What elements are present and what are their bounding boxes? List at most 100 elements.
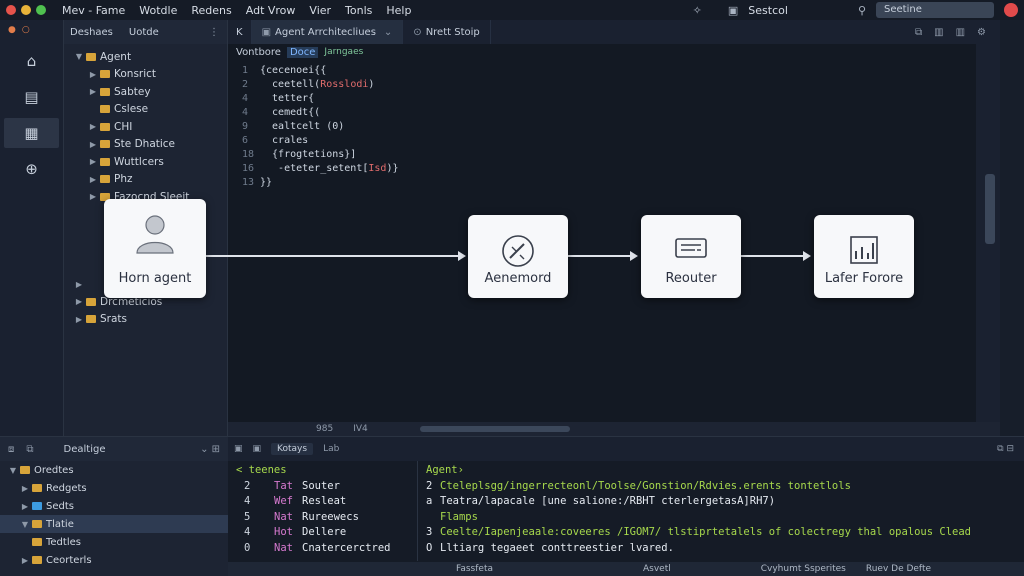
settings-icon[interactable]: ⚙ [977,26,986,38]
chevron-icon[interactable]: ▶ [21,555,29,565]
tab-lab[interactable]: Lab [323,444,340,454]
chevron-icon[interactable]: ▼ [75,52,83,62]
menu-item[interactable]: Tonls [345,3,373,17]
tree-item[interactable]: ▼Agent [64,48,227,66]
tab-agent-architecture[interactable]: ▣ Agent Arrchitecliues ⌄ [251,20,404,44]
chevron-icon[interactable]: ▶ [75,314,83,324]
menu-item[interactable]: Adt Vrow [245,3,296,17]
minimize-window-button[interactable] [21,5,31,15]
outline-icon[interactable]: ⧈ [8,443,15,455]
search-input[interactable]: Seetine [876,2,994,18]
menu-item[interactable]: Help [386,3,412,17]
node-human-agent[interactable]: Horn agent [104,199,206,298]
record-icon[interactable] [1004,3,1018,17]
vertical-scrollbar[interactable] [976,44,1000,422]
user-icon[interactable]: ⚲ [857,3,866,17]
outline-item[interactable]: ▼Oredtes [0,461,228,479]
tree-item-label: Phz [114,173,133,186]
chevron-icon[interactable]: ▼ [9,465,17,475]
outline-tools-icon[interactable]: ⌄ ⊞ [200,443,220,455]
tab-deshaes[interactable]: Deshaes [70,26,113,38]
horizontal-scrollbar[interactable]: 985 IV4 [228,422,1000,436]
close-window-button[interactable] [6,5,16,15]
chevron-icon[interactable]: ▶ [89,69,97,79]
chevron-icon[interactable]: ▶ [89,87,97,97]
tree-item[interactable]: ▶Sabtey [64,83,227,101]
chevron-icon[interactable]: ▶ [89,139,97,149]
files-icon[interactable]: ▤ [24,88,39,106]
tree-item[interactable]: ▶Srats [64,311,227,329]
node-aenemord[interactable]: Aenemord [468,215,568,298]
node-router[interactable]: Reouter [641,215,741,298]
status-item[interactable]: Asvetl [643,564,671,574]
layout-alt-icon[interactable]: ▥ [955,26,966,38]
breadcrumb-item[interactable]: Vontbore [236,46,281,58]
tree-item[interactable]: ▶ Phz [64,171,227,189]
bell-icon[interactable]: ✧ [692,3,702,17]
home-icon[interactable]: ⌂ [26,52,37,70]
maximize-window-button[interactable] [36,5,46,15]
outline-title: Dealtige [63,443,106,455]
outline-item[interactable]: Tedtles [0,533,228,551]
node-later-forore[interactable]: Lafer Forore [814,215,914,298]
tree-item[interactable]: Cslese [64,101,227,119]
outline-item[interactable]: ▼Tlatie [0,515,228,533]
layout-icon[interactable]: ▥ [934,26,944,38]
line-text: Flamps [440,510,478,523]
tab-close-icon[interactable]: ⌄ [383,26,393,38]
outline-item[interactable]: ▶Redgets [0,479,228,497]
chevron-icon[interactable]: ▶ [89,157,97,167]
tab-kotays[interactable]: Kotays [271,443,314,455]
line-number: 6 [242,135,249,146]
status-item[interactable]: Cvyhumt Ssperites [760,564,846,574]
chevron-icon[interactable]: ▶ [89,192,97,202]
status-item[interactable]: Ruev De Defte [865,564,932,574]
menu-item[interactable]: Vier [309,3,332,17]
outline-item[interactable]: ▶Sedts [0,497,228,515]
chevron-icon[interactable]: ▶ [89,174,97,184]
menu-item[interactable]: Redens [191,3,232,17]
code-text: ceetell( [260,79,321,90]
terminal-icon[interactable]: ▣ [234,444,243,454]
tab-next-step[interactable]: ⊙ Nrett Stoip [403,20,491,44]
chevron-icon[interactable]: ▶ [75,279,83,289]
terminal-icon-alt[interactable]: ▣ [252,444,262,454]
split-icon[interactable]: ⧉ [914,26,923,38]
folder-icon [32,538,42,546]
chevron-icon[interactable]: ▶ [21,483,29,493]
back-icon[interactable]: K [228,20,252,44]
line-prefix: 2 [426,479,433,492]
tab-uotde[interactable]: Uotde [128,26,159,38]
tree-item[interactable]: ▶Drcmeticios [64,293,227,311]
tree-item[interactable]: ▶Konsrict [64,66,227,84]
status-item[interactable]: Fassfeta [456,564,493,574]
menu-item[interactable]: Wotdle [139,3,178,17]
tree-item[interactable]: ▶CHI [64,118,227,136]
terminal-tools-icon[interactable]: ⧉ ⊟ [997,444,1014,454]
chevron-icon[interactable]: ▶ [21,501,29,511]
outline-item[interactable]: ▶Ceorterls [0,551,228,569]
scroll-thumb[interactable] [420,426,570,432]
more-icon[interactable]: ⋮ [209,26,219,38]
code-view[interactable]: 1{cecenoei{{2 ceetell(Rosslodi)4 tetter{… [228,60,1000,190]
scroll-thumb[interactable] [985,174,995,244]
chevron-icon[interactable]: ▼ [21,519,29,529]
briefcase-icon[interactable]: ▣ [727,3,739,17]
tree-item[interactable]: ▶Wuttlcers [64,153,227,171]
tree-item[interactable]: ▶ [64,276,227,294]
tree-item[interactable]: ▶Ste Dhatice [64,136,227,154]
chevron-icon[interactable]: ▶ [75,297,83,307]
chevron-icon[interactable]: ▶ [89,122,97,132]
globe-icon[interactable]: ⊕ [25,160,38,178]
menu-item[interactable]: Mev - Fame [62,3,126,17]
outline-alt-icon[interactable]: ⧉ [26,443,34,455]
extensions-icon[interactable]: ▦ [4,118,59,148]
breadcrumb-item-active[interactable]: Doce [286,46,319,58]
